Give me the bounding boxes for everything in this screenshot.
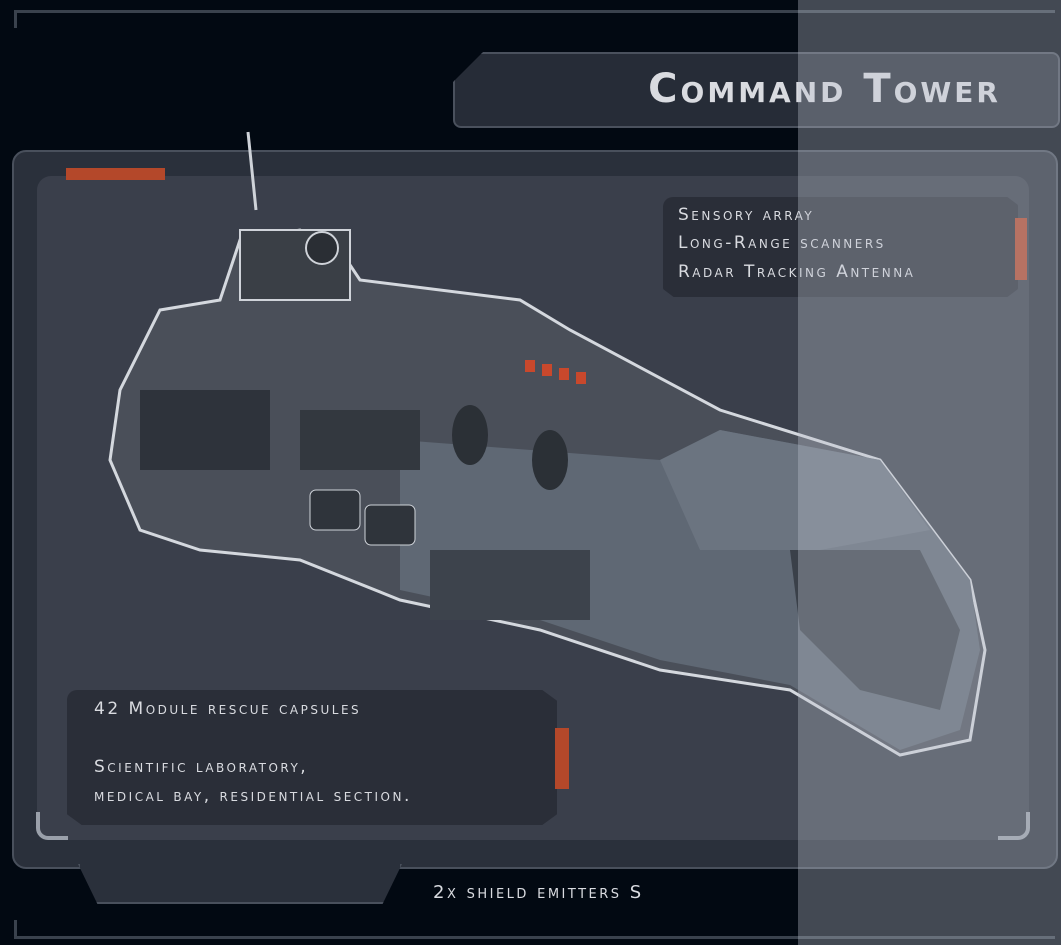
info-line: medical bay, residential section.: [94, 786, 412, 806]
title-panel: [453, 52, 1060, 128]
accent-bar: [66, 168, 165, 180]
accent-bar: [1015, 218, 1027, 280]
frame-tick: [14, 10, 17, 28]
info-line: 42 Module rescue capsules: [94, 699, 362, 719]
frame-bottom-line: [14, 936, 1055, 939]
footer-label: 2x shield emitters S: [433, 882, 644, 903]
module-info-box: [67, 690, 557, 825]
accent-bar: [555, 728, 569, 789]
info-line: Scientific laboratory,: [94, 757, 309, 777]
frame-top-line: [14, 10, 1055, 13]
bottom-tab: [78, 864, 402, 904]
sensor-info-box: [663, 197, 1018, 297]
info-line: Long-Range scanners: [678, 233, 886, 253]
corner-bracket: [998, 812, 1030, 840]
page-title: Command Tower: [648, 66, 1001, 112]
corner-bracket: [36, 812, 68, 840]
info-line: Sensory array: [678, 205, 815, 225]
ship-illustration: [108, 131, 987, 757]
frame-tick: [14, 920, 17, 938]
info-line: Radar Tracking Antenna: [678, 262, 916, 282]
